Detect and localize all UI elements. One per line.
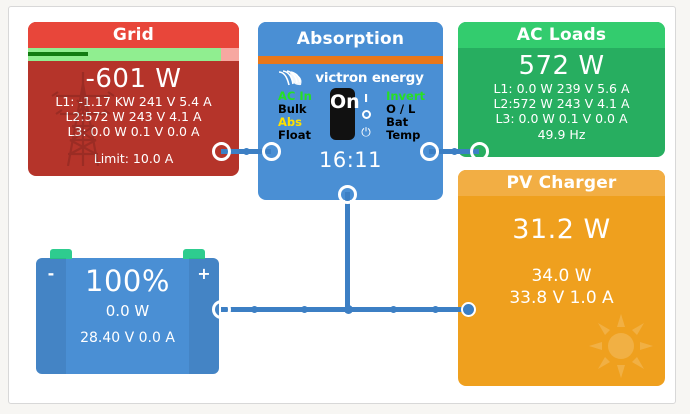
connector-inverter-left-port-ring <box>262 142 281 161</box>
pv-charger-yield: 34.0 W <box>531 266 592 286</box>
inverter-leds-left: AC In Bulk Abs Float <box>278 90 312 142</box>
battery-positive-nub <box>183 249 205 259</box>
led-temperature: Temp <box>386 128 421 142</box>
inverter-power-switch[interactable]: On <box>330 88 360 140</box>
victron-swoosh-icon <box>279 70 302 86</box>
switch-mark-standby-icon: ⏻ <box>361 125 371 139</box>
grid-power-value: -601 W <box>85 64 182 94</box>
connector-acloads-port-ring <box>470 142 489 161</box>
connector-dc-bus-junction-dot <box>344 305 353 314</box>
connector-inverter-bottom-port-ring <box>338 185 357 204</box>
battery-negative-nub <box>50 249 72 259</box>
connector-grid-port-ring <box>212 142 231 161</box>
ac-loads-line-l3: L3: 0.0 W 0.1 V 0.0 A <box>495 111 628 126</box>
battery-state-of-charge: 100% <box>85 264 170 298</box>
battery-voltage-current: 28.40 V 0.0 A <box>80 330 175 346</box>
grid-line-l3: L3: 0.0 W 0.1 V 0.0 A <box>67 124 200 139</box>
pv-charger-vi: 33.8 V 1.0 A <box>509 288 614 308</box>
battery-panel[interactable]: - + 100% 0.0 W 28.40 V 0.0 A <box>36 249 219 374</box>
switch-position-marks: I ⏻ <box>359 90 373 141</box>
ac-loads-panel[interactable]: AC Loads 572 W L1: 0.0 W 239 V 5.6 A L2:… <box>458 22 665 157</box>
connector-inverter-dc-vertical-line <box>345 192 350 310</box>
pv-charger-details: 34.0 W 33.8 V 1.0 A <box>458 265 665 309</box>
victron-logo: victron energy <box>258 69 443 87</box>
system-clock: 16:11 <box>318 148 383 172</box>
grid-line-l1: L1: -1.17 KW 241 V 5.4 A <box>55 94 212 109</box>
grid-current-limit: Limit: 10.0 A <box>93 151 174 166</box>
ac-loads-line-l1: L1: 0.0 W 239 V 5.6 A <box>493 81 630 96</box>
sun-icon <box>589 314 653 378</box>
led-battery: Bat <box>386 115 409 129</box>
inverter-leds-right: Invert O / L Bat Temp <box>386 90 425 142</box>
connector-dc-bus-dot-1 <box>251 306 258 313</box>
connector-dc-bus-dot-4 <box>432 306 439 313</box>
switch-mark-on-icon: I <box>363 92 369 105</box>
grid-capacity-bar-fill <box>28 52 88 56</box>
grid-panel-body: -601 W L1: -1.17 KW 241 V 5.4 A L2:572 W… <box>28 61 239 166</box>
connector-pv-port-knob <box>461 302 476 317</box>
led-bulk: Bulk <box>278 102 307 116</box>
connector-grid-inverter-dot <box>243 148 250 155</box>
inverter-panel[interactable]: Absorption victron energy AC In <box>258 22 443 200</box>
inverter-led-face: AC In Bulk Abs Float On I ⏻ Invert O / L… <box>258 88 443 144</box>
connector-battery-port-ring <box>212 300 231 319</box>
battery-positive-sign: + <box>197 264 211 283</box>
connector-inverter-acloads-dot <box>451 148 458 155</box>
battery-negative-sign: - <box>47 264 55 283</box>
pv-charger-panel[interactable]: PV Charger 31.2 W 34.0 W 33.8 V 1.0 A <box>458 170 665 386</box>
ac-loads-frequency: 49.9 Hz <box>537 127 586 142</box>
pv-charger-panel-title: PV Charger <box>458 170 665 196</box>
led-overload: O / L <box>386 102 416 116</box>
ac-loads-power-value: 572 W <box>518 51 605 81</box>
ac-loads-panel-body: 572 W L1: 0.0 W 239 V 5.6 A L2:572 W 243… <box>458 48 665 142</box>
connector-inverter-right-port-ring <box>420 142 439 161</box>
battery-power-value: 0.0 W <box>105 302 150 320</box>
battery-negative-strip <box>36 258 66 374</box>
pv-charger-power-value: 31.2 W <box>512 214 611 245</box>
switch-mark-off-icon <box>359 107 373 124</box>
grid-capacity-bar-tail <box>221 48 239 61</box>
pv-charger-panel-body: 31.2 W 34.0 W 33.8 V 1.0 A <box>458 196 665 309</box>
led-float: Float <box>278 128 311 142</box>
victron-wordmark: victron energy <box>315 70 424 86</box>
grid-panel-title: Grid <box>28 22 239 48</box>
connector-dc-bus-dot-2 <box>301 306 308 313</box>
led-invert: Invert <box>386 89 425 103</box>
connector-dc-bus-dot-3 <box>390 306 397 313</box>
led-ac-in: AC In <box>278 89 312 103</box>
ac-loads-panel-title: AC Loads <box>458 22 665 48</box>
led-abs: Abs <box>278 115 302 129</box>
grid-line-l2: L2:572 W 243 V 4.1 A <box>65 109 202 124</box>
grid-capacity-bar <box>28 48 239 61</box>
grid-panel[interactable]: Grid -601 W L1: -1.17 KW 241 <box>28 22 239 176</box>
inverter-accent-bar <box>258 56 443 64</box>
inverter-state-title: Absorption <box>258 22 443 56</box>
ac-loads-line-l2: L2:572 W 243 V 4.1 A <box>493 96 630 111</box>
inverter-panel-body: victron energy AC In Bulk Abs Float On I… <box>258 69 443 172</box>
